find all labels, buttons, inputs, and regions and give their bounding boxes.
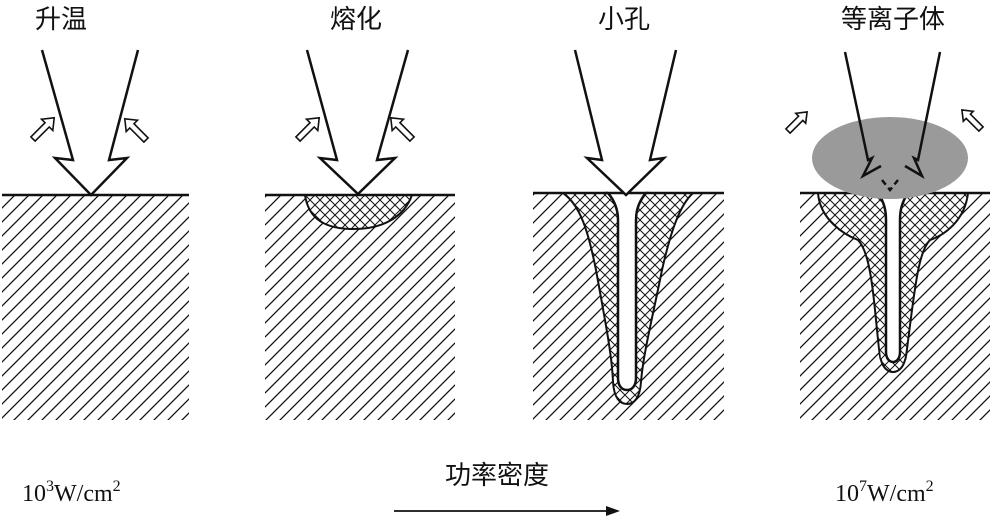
laser-beam-arrow [305, 49, 410, 196]
panel-heating [2, 49, 189, 420]
melt-pool [303, 194, 414, 231]
stage-label-keyhole: 小孔 [598, 5, 650, 35]
reflection-arrow-right [960, 108, 985, 133]
laser-beam-arrow [40, 49, 140, 197]
power-density-high: 107W/cm2 [835, 478, 934, 507]
workpiece-block [2, 195, 189, 420]
power-density-low: 103W/cm2 [22, 478, 121, 507]
keyhole-channel [875, 191, 911, 364]
stage-label-melting: 熔化 [330, 5, 382, 35]
panel-keyhole [533, 49, 724, 420]
reflection-arrow-left [294, 116, 321, 143]
keyhole-channel [605, 191, 649, 392]
power-density-arrow [394, 506, 620, 516]
laser-beam-line-right [904, 51, 942, 180]
stage-label-heating: 升温 [35, 5, 87, 35]
reflection-arrow-left [29, 116, 56, 143]
panel-melting [265, 49, 455, 420]
reflection-arrow-left [784, 110, 809, 135]
reflection-arrow-right [123, 117, 150, 144]
plasma-cloud [812, 117, 968, 199]
laser-beam-line-left [843, 51, 882, 180]
workpiece-block [265, 195, 455, 420]
panel-plasma [784, 51, 990, 420]
beam-tip-dashes [881, 179, 899, 193]
laser-beam-arrow [573, 49, 678, 197]
reflection-arrow-right [389, 116, 416, 143]
stage-label-plasma: 等离子体 [841, 5, 945, 35]
power-density-label: 功率密度 [445, 461, 549, 491]
